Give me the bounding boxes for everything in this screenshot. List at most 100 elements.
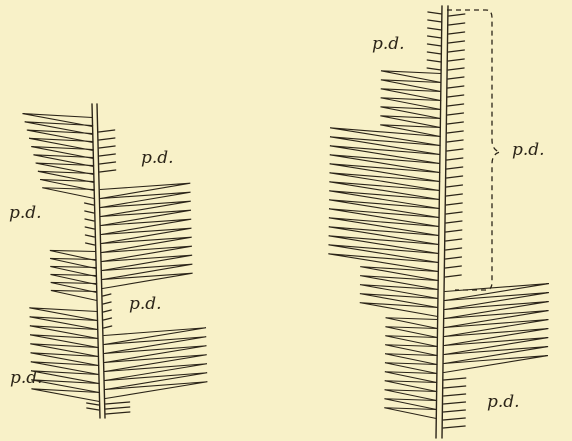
label-pd-right-top: p.d. xyxy=(372,36,405,53)
pinnule-dwarf xyxy=(85,211,94,213)
pinnule-dwarf xyxy=(446,221,462,223)
pinnule-dwarf xyxy=(443,402,465,404)
pinnule-dwarf xyxy=(443,426,465,428)
pinnule-dwarf xyxy=(448,104,464,106)
pinnule-dwarf xyxy=(100,170,116,172)
pinnule-right xyxy=(444,320,548,337)
pinnule-left xyxy=(329,236,439,254)
pinnule-dwarf xyxy=(446,212,462,214)
pinnule-right xyxy=(100,183,190,198)
pinnule-left xyxy=(360,303,438,317)
pinnule-right xyxy=(445,311,549,328)
pinnule-left xyxy=(42,188,94,199)
pinnule-dwarf xyxy=(427,44,441,46)
pinnule-right xyxy=(445,284,549,301)
pinnule-dwarf xyxy=(428,20,442,22)
pinnule-right xyxy=(445,293,549,310)
pinnule-right xyxy=(104,346,206,363)
pinnule-dwarf xyxy=(446,248,462,250)
pinnule-left xyxy=(330,128,440,146)
pinnule-right xyxy=(103,273,193,288)
pinnule-dwarf xyxy=(447,131,463,133)
pinnule-dwarf xyxy=(99,154,115,156)
pinnule-dwarf xyxy=(106,402,130,404)
label-pd-left-bottom: p.d. xyxy=(10,370,43,387)
pinnule-dwarf xyxy=(448,86,464,88)
pinnule-dwarf xyxy=(85,227,94,229)
pinnule-dwarf xyxy=(87,403,99,405)
pinnule-dwarf xyxy=(447,167,463,169)
pinnule-dwarf xyxy=(444,394,466,396)
pinnule-dwarf xyxy=(448,95,464,97)
pinnule-right xyxy=(101,228,191,243)
pinnule-dwarf xyxy=(447,140,463,142)
pinnule-right xyxy=(444,338,548,355)
pinnule-left xyxy=(330,146,440,164)
pinnule-left xyxy=(330,137,440,155)
right-specimen xyxy=(328,6,549,438)
pinnule-dwarf xyxy=(99,138,115,140)
pinnule-dwarf xyxy=(447,149,463,151)
pinnule-dwarf xyxy=(447,113,463,115)
pinnule-dwarf xyxy=(445,266,461,268)
pinnule-right xyxy=(444,356,548,373)
pinnule-dwarf xyxy=(428,28,442,30)
pinnule-dwarf xyxy=(104,318,112,320)
pinnule-dwarf xyxy=(104,326,112,328)
pinnule-dwarf xyxy=(106,412,130,414)
pinnule-left xyxy=(329,200,439,218)
label-pd-left-top: p.d. xyxy=(141,150,174,167)
pinnule-left xyxy=(329,245,439,263)
pinnule-right xyxy=(445,302,549,319)
pinnule-dwarf xyxy=(427,52,441,54)
label-pd-right-bottom: p.d. xyxy=(487,394,520,411)
pinnule-right xyxy=(102,246,192,261)
pinnule-dwarf xyxy=(448,77,464,79)
pinnule-dwarf xyxy=(445,275,461,277)
pinnule-dwarf xyxy=(99,146,115,148)
pinnule-dwarf xyxy=(99,130,115,132)
pinnule-dwarf xyxy=(85,203,94,205)
pinnule-right xyxy=(101,219,191,234)
pinnule-dwarf xyxy=(444,386,466,388)
pinnule-dwarf xyxy=(446,194,462,196)
pinnule-left xyxy=(380,125,440,137)
pinnule-right xyxy=(102,237,192,252)
label-pd-left-center: p.d. xyxy=(129,296,162,313)
pinnule-left xyxy=(329,191,439,209)
pinnule-dwarf xyxy=(103,294,111,296)
pinnule-right xyxy=(105,373,207,390)
left-specimen xyxy=(22,104,207,418)
pinnule-right xyxy=(104,337,206,354)
pinnule-left xyxy=(329,182,439,200)
label-pd-right-brace: p.d. xyxy=(512,142,545,159)
pinnule-dwarf xyxy=(447,176,463,178)
pinnule-right xyxy=(101,192,191,207)
pinnule-dwarf xyxy=(446,203,462,205)
pinnule-right xyxy=(105,364,207,381)
pinnule-dwarf xyxy=(443,410,465,412)
pinnule-dwarf xyxy=(448,50,464,52)
pinnule-dwarf xyxy=(446,239,462,241)
pinnule-dwarf xyxy=(446,185,462,187)
pinnule-dwarf xyxy=(85,219,94,221)
pinnule-right xyxy=(102,264,192,279)
pinnule-dwarf xyxy=(446,230,462,232)
pinnule-dwarf xyxy=(447,158,463,160)
pinnule-dwarf xyxy=(103,302,111,304)
pinnule-left xyxy=(330,173,440,191)
pinnule-right xyxy=(444,347,548,364)
pinnule-dwarf xyxy=(427,60,441,62)
pinnule-dwarf xyxy=(100,162,116,164)
pinnule-dwarf xyxy=(449,32,465,34)
pinnule-dwarf xyxy=(103,310,111,312)
pinnule-right xyxy=(101,201,191,216)
pinnule-dwarf xyxy=(427,68,441,70)
label-pd-left-mid: p.d. xyxy=(9,205,42,222)
pinnule-dwarf xyxy=(444,378,466,380)
pinnule-dwarf xyxy=(428,12,442,14)
pinnule-dwarf xyxy=(445,257,461,259)
pinnule-dwarf xyxy=(448,59,464,61)
pinnule-right xyxy=(444,329,548,346)
